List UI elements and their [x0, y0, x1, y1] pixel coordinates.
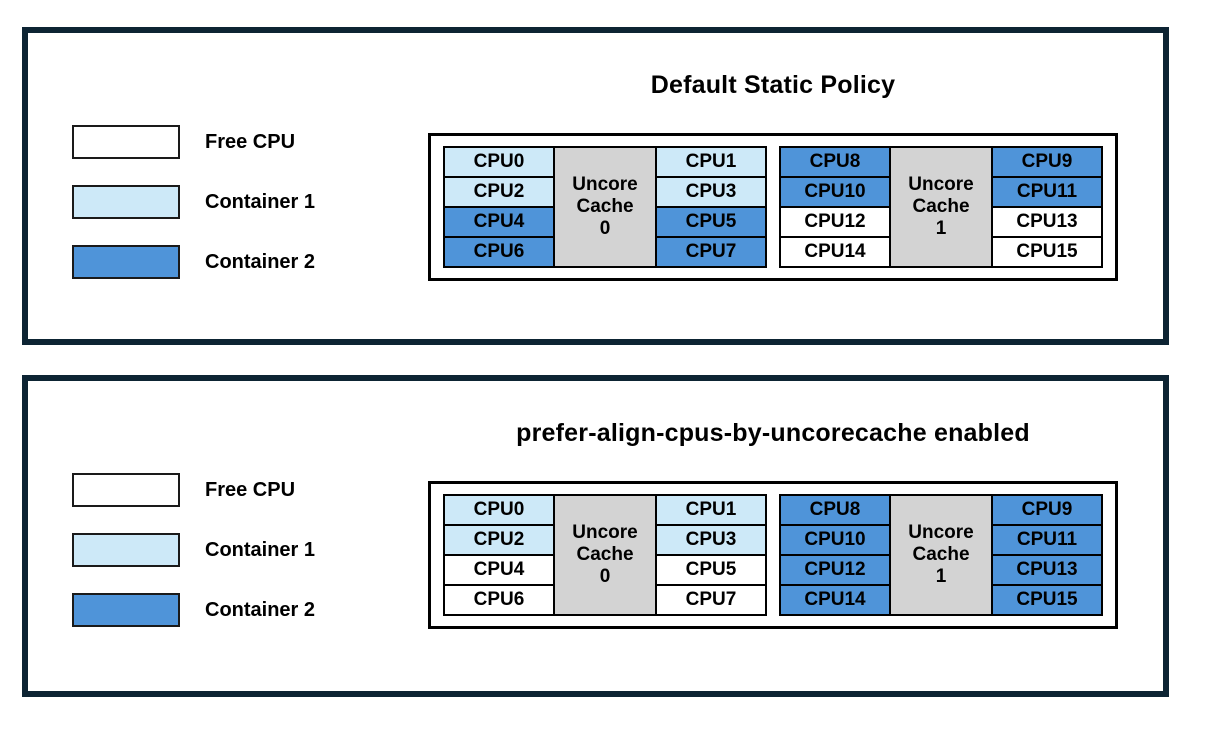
legend-label: Container 2 [205, 250, 316, 273]
cpu-cell: CPU14 [781, 586, 889, 614]
cpu-cell: CPU4 [445, 208, 553, 236]
legend-swatch-container-1 [72, 185, 180, 219]
cpu-cell: CPU6 [445, 586, 553, 614]
uncore-cache-id: 1 [935, 566, 947, 587]
legend-swatch-container-2 [72, 245, 180, 279]
cpu-column-right: CPU1 CPU3 CPU5 CPU7 [657, 496, 765, 614]
legend-item: Free CPU [72, 125, 315, 159]
cpu-cell: CPU9 [993, 148, 1101, 176]
legend-label: Container 1 [205, 538, 316, 561]
cpu-cell: CPU1 [657, 148, 765, 176]
cpu-cell: CPU3 [657, 178, 765, 206]
legend-label: Container 2 [205, 598, 316, 621]
cpu-cell: CPU5 [657, 208, 765, 236]
uncore-cache-cell: Uncore Cache 1 [891, 496, 991, 614]
uncore-cache-cell: Uncore Cache 0 [555, 496, 655, 614]
legend-label: Container 1 [205, 190, 316, 213]
uncore-cache-1-group: CPU8 CPU10 CPU12 CPU14 Uncore Cache 1 CP… [779, 494, 1103, 616]
cpu-column-right: CPU1 CPU3 CPU5 CPU7 [657, 148, 765, 266]
cpu-cell: CPU8 [781, 496, 889, 524]
cpu-cell: CPU10 [781, 178, 889, 206]
legend: Free CPU Container 1 Container 2 [72, 125, 315, 305]
cpu-cell: CPU4 [445, 556, 553, 584]
cpu-cell: CPU15 [993, 586, 1101, 614]
cpu-column-left: CPU0 CPU2 CPU4 CPU6 [445, 496, 553, 614]
cpu-cell: CPU12 [781, 208, 889, 236]
legend-label: Free CPU [205, 478, 296, 501]
cpu-column-left: CPU8 CPU10 CPU12 CPU14 [781, 148, 889, 266]
cpu-cell: CPU6 [445, 238, 553, 266]
cpu-cell: CPU13 [993, 556, 1101, 584]
uncore-cache-name: Uncore Cache [908, 522, 974, 565]
panel-prefer-align-cpus-by-uncorecache: prefer-align-cpus-by-uncorecache enabled… [22, 375, 1169, 697]
uncore-cache-name: Uncore Cache [908, 174, 974, 217]
cpu-cell: CPU2 [445, 526, 553, 554]
legend-swatch-free-cpu [72, 473, 180, 507]
cpu-cell: CPU2 [445, 178, 553, 206]
cpu-column-left: CPU8 CPU10 CPU12 CPU14 [781, 496, 889, 614]
uncore-cache-id: 0 [599, 218, 611, 239]
cpu-cell: CPU1 [657, 496, 765, 524]
panel-default-static-policy: Default Static Policy Free CPU Container… [22, 27, 1169, 345]
cpu-column-right: CPU9 CPU11 CPU13 CPU15 [993, 496, 1101, 614]
cpu-column-left: CPU0 CPU2 CPU4 CPU6 [445, 148, 553, 266]
panel-title: Default Static Policy [650, 71, 896, 99]
cpu-cell: CPU15 [993, 238, 1101, 266]
cpu-cell: CPU3 [657, 526, 765, 554]
uncore-cache-name: Uncore Cache [572, 522, 638, 565]
legend-swatch-container-2 [72, 593, 180, 627]
legend-swatch-free-cpu [72, 125, 180, 159]
uncore-cache-cell: Uncore Cache 1 [891, 148, 991, 266]
cpu-cell: CPU7 [657, 586, 765, 614]
cpu-cell: CPU9 [993, 496, 1101, 524]
legend-label: Free CPU [205, 130, 296, 153]
uncore-cache-0-group: CPU0 CPU2 CPU4 CPU6 Uncore Cache 0 CPU1 … [443, 494, 767, 616]
cpu-cell: CPU10 [781, 526, 889, 554]
cpu-cell: CPU14 [781, 238, 889, 266]
uncore-cache-0-group: CPU0 CPU2 CPU4 CPU6 Uncore Cache 0 CPU1 … [443, 146, 767, 268]
uncore-cache-cell: Uncore Cache 0 [555, 148, 655, 266]
cpu-column-right: CPU9 CPU11 CPU13 CPU15 [993, 148, 1101, 266]
panel-title: prefer-align-cpus-by-uncorecache enabled [516, 419, 1030, 447]
cpu-cell: CPU12 [781, 556, 889, 584]
legend-item: Container 2 [72, 245, 315, 279]
legend-item: Container 2 [72, 593, 315, 627]
cpu-cell: CPU13 [993, 208, 1101, 236]
uncore-cache-name: Uncore Cache [572, 174, 638, 217]
cpu-cell: CPU7 [657, 238, 765, 266]
legend: Free CPU Container 1 Container 2 [72, 473, 315, 653]
uncore-cache-1-group: CPU8 CPU10 CPU12 CPU14 Uncore Cache 1 CP… [779, 146, 1103, 268]
cpu-topology-diagram: CPU0 CPU2 CPU4 CPU6 Uncore Cache 0 CPU1 … [428, 481, 1118, 629]
cpu-cell: CPU0 [445, 148, 553, 176]
cpu-cell: CPU8 [781, 148, 889, 176]
uncore-cache-id: 0 [599, 566, 611, 587]
cpu-cell: CPU11 [993, 526, 1101, 554]
legend-item: Container 1 [72, 533, 315, 567]
legend-swatch-container-1 [72, 533, 180, 567]
legend-item: Free CPU [72, 473, 315, 507]
legend-item: Container 1 [72, 185, 315, 219]
cpu-cell: CPU11 [993, 178, 1101, 206]
cpu-cell: CPU5 [657, 556, 765, 584]
cpu-topology-diagram: CPU0 CPU2 CPU4 CPU6 Uncore Cache 0 CPU1 … [428, 133, 1118, 281]
uncore-cache-id: 1 [935, 218, 947, 239]
cpu-cell: CPU0 [445, 496, 553, 524]
